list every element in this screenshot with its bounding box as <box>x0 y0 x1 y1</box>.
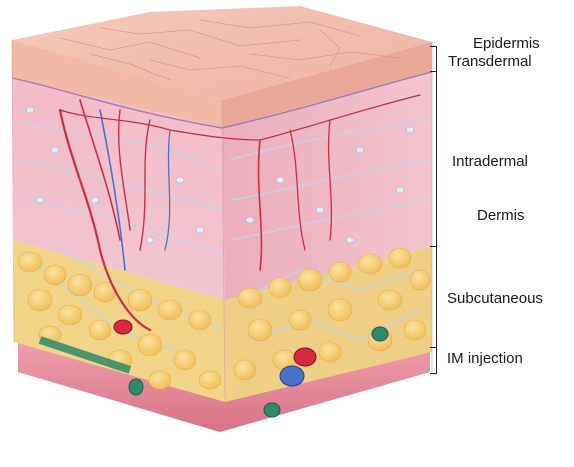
bracket-subcutaneous <box>436 246 437 348</box>
bracket-transdermal <box>436 46 437 72</box>
label-epidermis: Epidermis <box>473 36 540 51</box>
bracket-tick <box>430 373 436 374</box>
label-intradermal: Intradermal <box>452 154 528 169</box>
bracket-tick <box>430 46 436 47</box>
bracket-dermis <box>436 72 437 246</box>
label-subcutaneous: Subcutaneous <box>447 291 543 306</box>
label-transdermal: Transdermal <box>448 54 532 69</box>
label-im-injection: IM injection <box>447 351 523 366</box>
label-dermis: Dermis <box>477 208 525 223</box>
bracket-im-injection <box>436 348 437 374</box>
